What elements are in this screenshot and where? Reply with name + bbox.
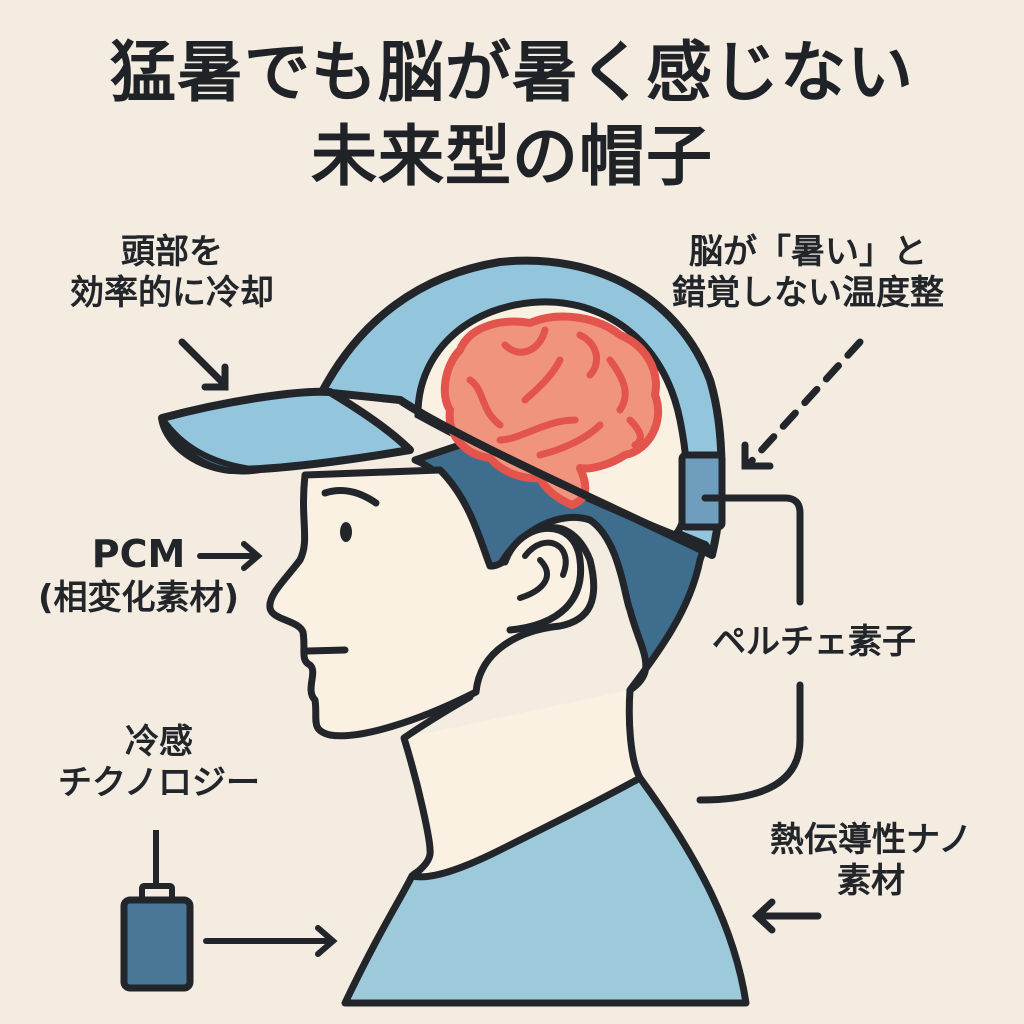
label-peltier-line-1: ペルチェ素子 [712,622,916,662]
label-thermostat: 脳が「暑い」と 錯覚しない温度整 [672,232,944,314]
label-pcm-line-2: (相変化素材) [38,577,240,618]
label-nano-line-1: 熱伝導性ナノ [770,820,973,860]
ear-inner [517,539,569,601]
label-cooling-tech-line-1: 冷感 [124,722,193,762]
label-head-cooling: 頭部を 効率的に冷却 [70,232,274,314]
arrow-nano [751,898,822,934]
label-peltier: ペルチェ素子 [712,622,916,663]
label-nano-line-2: 素材 [837,860,906,901]
wire-upper [701,494,804,606]
page-title-line-1: 猛暑でも脳が暑く感じない [110,34,914,111]
label-thermostat-line-2: 錯覚しない温度整 [672,272,944,313]
label-head-cooling-line-2: 効率的に冷却 [70,272,274,313]
label-cooling-tech-line-2: チクノロジー [58,762,260,803]
arrow-thermostat-dashed [741,338,864,470]
brain-icon [440,312,663,509]
label-nano: 熱伝導性ナノ 素材 [770,820,972,902]
eye [340,522,352,542]
label-pcm: PCM (相変化素材) [38,532,239,618]
label-cooling-tech: 冷感 チクノロジー [58,722,260,804]
label-pcm-line-1: PCM [91,532,186,576]
thermostat-sensor-icon [678,451,726,531]
cap-band [396,396,716,559]
label-thermostat-line-1: 脳が「暑い」と [689,232,927,272]
neck [400,689,644,881]
wire-lower [696,681,804,804]
arrow-head-cooling [178,338,229,391]
eyebrow [321,487,380,507]
cap-visor-underside [159,415,263,475]
battery-pack-icon [120,830,194,992]
mouth [304,646,349,655]
jaw-line [400,693,474,742]
arrow-pcm [197,541,263,571]
arrow-cooling-tech [203,925,338,957]
label-head-cooling-line-1: 頭部を [121,232,223,272]
page-title-line-2: 未来型の帽子 [311,118,713,195]
